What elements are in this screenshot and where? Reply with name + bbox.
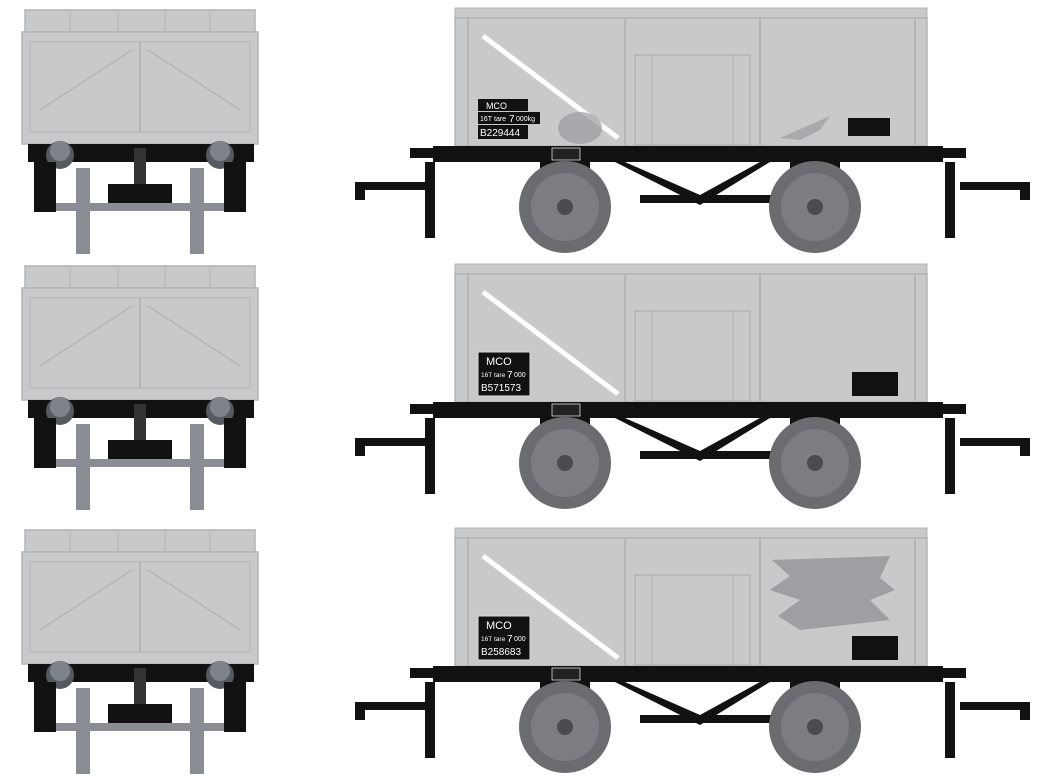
wagon-tare-label-3: tare bbox=[494, 636, 506, 643]
wagon-code-2: MCO bbox=[486, 356, 512, 368]
end-view-2 bbox=[21, 265, 259, 511]
wagon-tare-label-1: tare bbox=[494, 116, 506, 123]
wagon-capacity-3: 16T bbox=[481, 636, 492, 643]
wagon-code-3: MCO bbox=[486, 620, 512, 632]
scuff-mark-1 bbox=[780, 116, 830, 140]
wagon-tare-value-3: 7 bbox=[507, 634, 513, 645]
wagon-tare-unit-2: 000 bbox=[514, 372, 526, 379]
paint-patch-3 bbox=[770, 556, 895, 630]
chassis-3 bbox=[354, 665, 1031, 774]
wagon-number-1: B229444 bbox=[480, 128, 520, 139]
number-plate-2: MCO 16T tare 7 000 B571573 bbox=[477, 351, 531, 397]
wagon-capacity-1: 16T bbox=[480, 116, 493, 123]
number-plate-3: MCO 16T tare 7 000 B258683 bbox=[477, 615, 531, 661]
end-view-3 bbox=[21, 529, 259, 775]
wagon-row-3: MCO 16T tare 7 000 B258683 bbox=[21, 528, 1031, 775]
rust-patch-1 bbox=[558, 112, 602, 144]
data-panel-3 bbox=[852, 636, 898, 660]
wagon-row-2: MCO 16T tare 7 000 B571573 bbox=[21, 264, 1031, 511]
end-view-1 bbox=[21, 9, 259, 255]
wagon-row-1: MCO 16T tare 7 000kg B229444 bbox=[21, 8, 1031, 255]
wagon-tare-value-1: 7 bbox=[509, 114, 515, 125]
wagon-code-1: MCO bbox=[486, 101, 507, 111]
chassis-2 bbox=[354, 401, 1031, 510]
wagon-number-2: B571573 bbox=[481, 383, 521, 394]
wagon-tare-value-2: 7 bbox=[507, 370, 513, 381]
wagon-tare-unit-1: 000kg bbox=[516, 116, 535, 123]
wagon-tare-label-2: tare bbox=[494, 372, 506, 379]
data-panel-1 bbox=[848, 118, 890, 136]
number-plate-1: MCO 16T tare 7 000kg B229444 bbox=[478, 99, 540, 139]
chassis-1 bbox=[354, 145, 1031, 254]
wagon-tare-unit-3: 000 bbox=[514, 636, 526, 643]
wagon-number-3: B258683 bbox=[481, 647, 521, 658]
wagon-capacity-2: 16T bbox=[481, 372, 492, 379]
data-panel-2 bbox=[852, 372, 898, 396]
